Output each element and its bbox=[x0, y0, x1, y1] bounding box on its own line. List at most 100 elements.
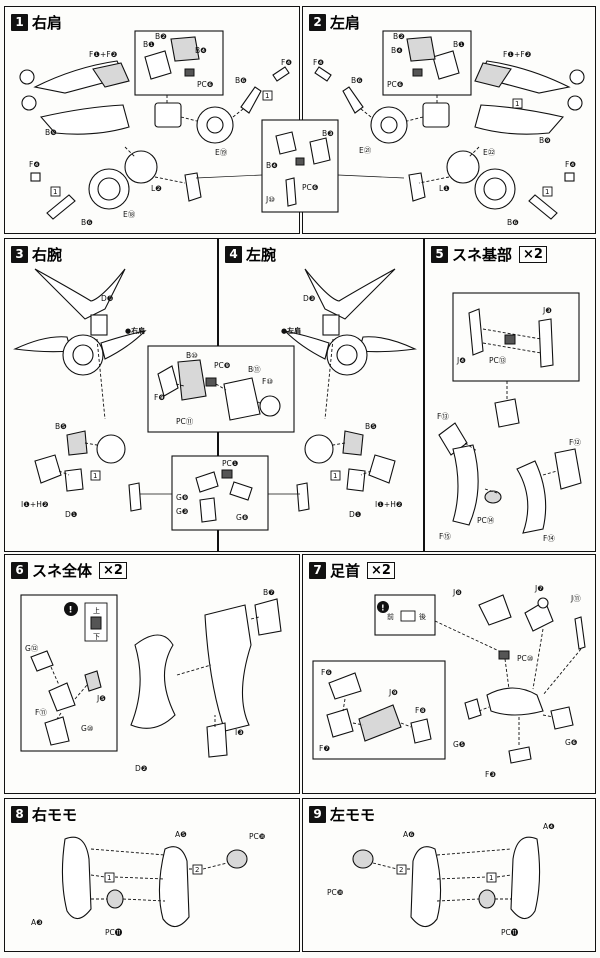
label-pc6: PC❻ bbox=[197, 80, 214, 89]
step-number: 1 bbox=[11, 14, 28, 31]
ball-joint-part bbox=[537, 597, 549, 609]
orientation-part bbox=[400, 610, 416, 622]
blade-pin-part bbox=[46, 194, 76, 220]
b6-part bbox=[240, 86, 262, 114]
step-ref-number: 1 bbox=[265, 92, 269, 100]
step-ref-square bbox=[104, 872, 115, 883]
f4-small-part bbox=[564, 172, 575, 182]
step-ref-square bbox=[192, 864, 203, 875]
shoulder-wing-part bbox=[304, 268, 396, 320]
label-pc13: PC⑬ bbox=[489, 356, 507, 365]
step-8-header: 8 右モモ bbox=[11, 804, 77, 825]
label-j11: J⑪ bbox=[570, 594, 581, 603]
g10-part bbox=[48, 682, 76, 712]
step-title: 右肩 bbox=[32, 14, 63, 32]
wing-root-part bbox=[474, 62, 512, 88]
side-spike-part bbox=[358, 336, 417, 353]
label-f8: F❽ bbox=[415, 706, 426, 715]
b1-part bbox=[144, 50, 172, 80]
label-b1: B❶ bbox=[143, 40, 155, 49]
step-ref-square bbox=[486, 872, 497, 883]
step-7-diagram: ! 前 後 J❽ J❼ J⑪ PC⑩ F❻ J❾ F❽ bbox=[312, 584, 586, 779]
pcj-part bbox=[352, 849, 374, 869]
caution-icon bbox=[64, 602, 78, 616]
label-g6: G❻ bbox=[565, 738, 578, 747]
label-f7: F❼ bbox=[319, 744, 330, 753]
step-9-panel: 9 左モモ 2 1 A❻ A❹ PC❿ PC⓫ bbox=[302, 798, 596, 952]
label-j5: J❺ bbox=[96, 694, 106, 703]
orientation-callout-box bbox=[374, 594, 436, 636]
label-pc6: PC❻ bbox=[387, 80, 404, 89]
caution-mark: ! bbox=[69, 606, 73, 616]
label-d3: D❸ bbox=[101, 294, 114, 303]
label-j7: J❼ bbox=[534, 584, 544, 593]
assembly-guide-lines bbox=[50, 666, 88, 720]
label-f6: F❻ bbox=[321, 668, 332, 677]
step-5-panel: 5 スネ基部 ×2 J❸ J❹ PC⑬ F⑬ F⑫ F⑮ PC⑭ F⑭ bbox=[424, 238, 596, 552]
step-ref-square bbox=[512, 98, 523, 109]
step-ref-square bbox=[90, 470, 101, 481]
label-e21: E㉑ bbox=[359, 146, 372, 155]
sprue-tip-part bbox=[19, 69, 35, 85]
label-d1: D❶ bbox=[65, 510, 78, 519]
step-ref-square bbox=[542, 186, 553, 197]
j9-part bbox=[358, 704, 402, 742]
f6-part bbox=[328, 672, 362, 700]
assembly-guide-lines bbox=[90, 848, 228, 902]
step-2-panel: 2 左肩 1 1 bbox=[302, 6, 596, 234]
label-f15: F⑮ bbox=[439, 532, 451, 541]
label-g12: G⑫ bbox=[25, 644, 39, 653]
step-3-header: 3 右腕 bbox=[11, 244, 62, 265]
assembly-guide-lines bbox=[124, 95, 244, 184]
label-f12: F⑫ bbox=[569, 438, 581, 447]
disc-hub-part bbox=[380, 116, 398, 134]
label-b7: B❼ bbox=[263, 588, 275, 597]
lower-blade-part bbox=[39, 104, 130, 135]
step-title: 左肩 bbox=[330, 14, 361, 32]
label-j8: J❽ bbox=[452, 588, 462, 597]
label-a6: A❻ bbox=[403, 830, 415, 839]
ring-inner-part bbox=[483, 177, 507, 201]
pcj-part bbox=[226, 849, 248, 869]
label-j3: J❸ bbox=[542, 306, 552, 315]
step-9-header: 9 左モモ bbox=[309, 804, 375, 825]
label-f14: F⑭ bbox=[543, 534, 555, 543]
label-b9: B❾ bbox=[539, 136, 551, 145]
label-b5: B❺ bbox=[365, 422, 377, 431]
disc-hub-part bbox=[206, 116, 224, 134]
label-f13: F⑬ bbox=[437, 412, 449, 421]
label-j4: J❹ bbox=[456, 356, 466, 365]
step-title: スネ基部 bbox=[452, 246, 513, 264]
assembly-guide-lines bbox=[464, 381, 558, 494]
side-spike-part bbox=[283, 330, 330, 360]
d3-part bbox=[90, 314, 108, 336]
label-d3: D❸ bbox=[303, 294, 316, 303]
quantity-badge: ×2 bbox=[519, 246, 547, 263]
step-ref-number: 2 bbox=[399, 866, 403, 874]
label-b9: B❾ bbox=[45, 128, 57, 137]
label-g5: G❺ bbox=[453, 740, 466, 749]
subassembly-box bbox=[134, 30, 224, 96]
label-b6: B❻ bbox=[507, 218, 519, 227]
label-pcj: PC❿ bbox=[249, 832, 266, 841]
step-title: 左モモ bbox=[330, 806, 376, 824]
step-ref-square bbox=[50, 186, 61, 197]
step-title: 右モモ bbox=[32, 806, 78, 824]
label-i3: I❸ bbox=[235, 728, 244, 737]
label-i1-h2: I❶+H❷ bbox=[375, 500, 403, 509]
assembly-guide-lines bbox=[58, 338, 106, 476]
step-6-diagram: ! 上 下 B❼ G⑫ J❺ G⑩ F⑪ I❸ D❷ bbox=[20, 588, 282, 773]
label-d2: D❷ bbox=[135, 764, 148, 773]
label-b6: B❻ bbox=[235, 76, 247, 85]
step-ref-number: 1 bbox=[489, 874, 493, 882]
b7-part bbox=[254, 598, 282, 636]
label-b5: B❺ bbox=[55, 422, 67, 431]
step-title: スネ全体 bbox=[32, 562, 93, 580]
f13-part bbox=[438, 422, 468, 456]
step-1-header: 1 右肩 bbox=[11, 12, 62, 33]
step-number: 8 bbox=[11, 806, 28, 823]
label-front: 前 bbox=[387, 612, 394, 621]
pc13-part bbox=[504, 334, 516, 345]
step-ref-number: 1 bbox=[545, 188, 549, 196]
